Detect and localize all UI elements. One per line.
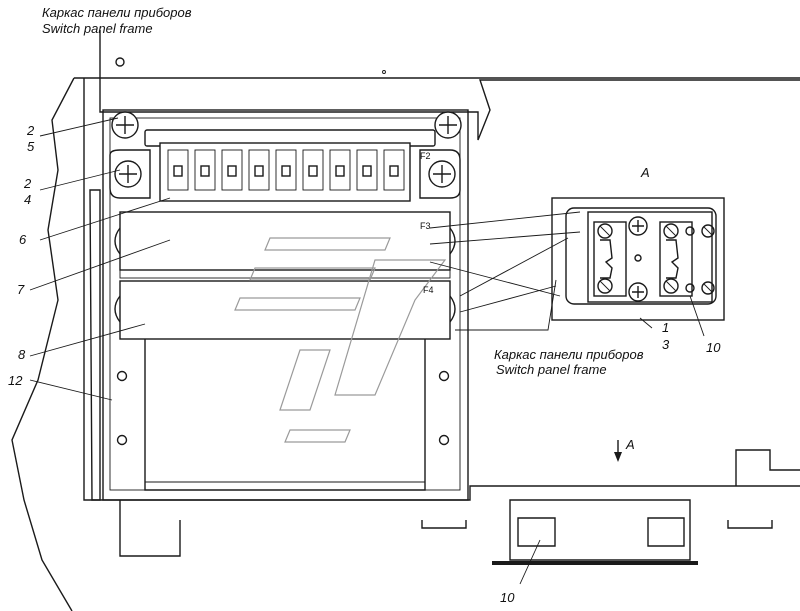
callout-12: 12: [8, 373, 23, 388]
fuse-block-f2-body: [159, 142, 411, 202]
callout-4: 4: [24, 192, 32, 207]
panel-frame-top-band: [99, 30, 800, 141]
lower-mount-right: [421, 520, 467, 529]
lower-housing: [144, 339, 426, 491]
fuse-block-f2-label: F2: [420, 151, 431, 161]
lower-mount-far-right: [727, 520, 773, 529]
fuse-block-f3-label: F3: [420, 221, 431, 231]
callout-3: 3: [662, 337, 670, 352]
callout-1: 1: [662, 320, 670, 335]
watermark-graphic: [234, 237, 447, 443]
fuse-element: [227, 165, 237, 177]
callout-2-mid: 2: [24, 176, 32, 191]
fuse-slot: [275, 149, 297, 191]
panel-frame-outline: [11, 77, 800, 611]
callout-8: 8: [18, 347, 26, 362]
fuse-block-f4-end-caps: [114, 295, 456, 323]
screw-top-left: [111, 111, 139, 139]
frame-caption-top-ru: Каркас панели приборов: [42, 5, 192, 20]
fuse-element: [173, 165, 183, 177]
screw-mid-left: [114, 160, 142, 188]
view-a-screw-top: [628, 216, 648, 236]
fuse-element: [200, 165, 210, 177]
fuse-slot: [302, 149, 324, 191]
view-direction-arrow: [614, 440, 622, 462]
bottom-fuse-block: [509, 499, 691, 561]
fuse-element: [254, 165, 264, 177]
fuse-block-f3-rail: [119, 269, 451, 279]
callout-10-view: 10: [706, 340, 721, 355]
callout-7: 7: [17, 282, 25, 297]
frame-mount-dot: [382, 70, 386, 74]
fuse-slot: [329, 149, 351, 191]
fuse-element: [308, 165, 318, 177]
callout-6: 6: [19, 232, 27, 247]
lower-mount-left: [119, 500, 181, 557]
screw-mid-right: [428, 160, 456, 188]
view-a-body: [587, 211, 713, 303]
view-a-frame: [551, 197, 725, 321]
fuse-block-f3-end-caps: [114, 227, 456, 255]
view-a-screw-bottom: [628, 282, 648, 302]
callout-2-top: 2: [27, 123, 35, 138]
callout-10-bottom: 10: [500, 590, 515, 605]
view-a-arrow-label: A: [626, 437, 635, 452]
fuse-element: [389, 165, 399, 177]
fuse-slot: [221, 149, 243, 191]
fuse-element: [281, 165, 291, 177]
view-a-inner: [565, 207, 717, 305]
bottom-fuse-block-base: [492, 561, 698, 565]
panel-step-right: [735, 449, 800, 486]
view-a-leaders: [429, 211, 581, 331]
panel-frame-inner-edge: [83, 78, 800, 501]
frame-caption-mid-ru: Каркас панели приборов: [494, 347, 644, 362]
fuse-element: [335, 165, 345, 177]
side-bracket: [89, 189, 101, 501]
fuse-slot: [383, 149, 405, 191]
frame-mount-hole: [115, 57, 125, 67]
fuse-holder-plate: [102, 109, 469, 501]
callout-5: 5: [27, 139, 35, 154]
view-a-center-dot: [634, 254, 642, 262]
fuse-slot: [167, 149, 189, 191]
callout-leaders: [29, 117, 705, 585]
fuse-block-f2-flange: [109, 149, 461, 199]
fuse-slot: [194, 149, 216, 191]
screw-top-right: [434, 111, 462, 139]
fuse-element: [362, 165, 372, 177]
bracket-hole-3: [438, 370, 450, 382]
frame-caption-top-en: Switch panel frame: [42, 21, 153, 36]
fuse-block-f3: [119, 211, 451, 271]
view-a-title: A: [641, 165, 650, 180]
fuse-block-f2-fuses: [167, 149, 405, 191]
fuse-slot: [356, 149, 378, 191]
frame-caption-mid-en: Switch panel frame: [496, 362, 607, 377]
bracket-hole-2: [116, 434, 128, 446]
view-a-fuse-right: [659, 221, 715, 297]
fuse-block-f4-label: F4: [423, 285, 434, 295]
fuse-slot: [248, 149, 270, 191]
bracket-hole-4: [438, 434, 450, 446]
bracket-hole-1: [116, 370, 128, 382]
view-a-fuse-left: [593, 221, 627, 297]
